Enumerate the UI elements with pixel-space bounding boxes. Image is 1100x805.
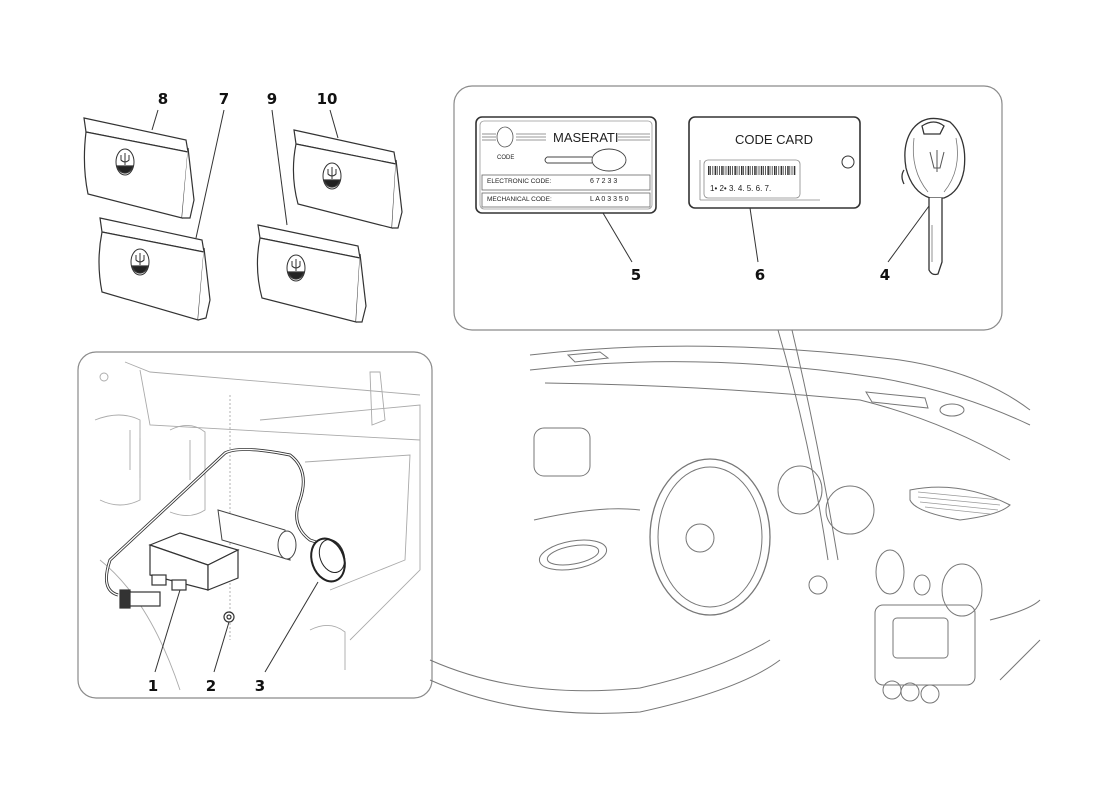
- barcode-bar: [714, 166, 717, 175]
- barcode-bar: [723, 166, 725, 175]
- barcode-bar: [738, 166, 740, 175]
- callout-4: 4: [879, 266, 891, 284]
- location-leader: [777, 329, 839, 561]
- barcode-bar: [771, 166, 773, 175]
- code-card-sequence: 1• 2• 3. 4. 5. 6. 7.: [710, 184, 772, 193]
- callout-9: 9: [266, 90, 278, 108]
- barcode-bar: [716, 166, 718, 175]
- manual-pouch-8: [83, 117, 195, 219]
- barcode-bar: [719, 166, 720, 175]
- mechanical-code-label: MECHANICAL CODE:: [487, 196, 552, 203]
- barcode-bar: [756, 166, 758, 175]
- barcode-bar: [745, 166, 747, 175]
- barcode: [708, 166, 796, 175]
- barcode-bar: [727, 166, 730, 175]
- barcode-bar: [760, 166, 763, 175]
- barcode-bar: [710, 166, 711, 175]
- barcode-bar: [774, 166, 776, 175]
- barcode-bar: [747, 166, 750, 175]
- immobilizer-panel: [77, 351, 433, 699]
- immobilizer-background: [94, 361, 421, 691]
- leader-lines-keys: [602, 205, 930, 263]
- barcode-bar: [789, 166, 791, 175]
- code-label-brand: MASERATI: [553, 130, 619, 145]
- keys-cards-panel: [453, 85, 1003, 331]
- ignition-lock-cylinder: [217, 509, 297, 561]
- callout-2: 2: [205, 677, 217, 695]
- barcode-bar: [765, 166, 766, 175]
- barcode-bar: [708, 166, 710, 175]
- barcode-bar: [754, 166, 756, 175]
- dashboard-view: [429, 345, 1041, 714]
- antenna-ring: [310, 537, 346, 583]
- electronic-code-label: ELECTRONIC CODE:: [487, 178, 552, 185]
- barcode-bar: [749, 166, 751, 175]
- nut: [223, 611, 235, 623]
- barcode-bar: [732, 166, 733, 175]
- leader-lines-pouches: [151, 109, 339, 239]
- mechanical-code-value: L A 0 3 3 5 0: [590, 196, 629, 203]
- barcode-bar: [763, 166, 764, 175]
- barcode-bar: [778, 166, 780, 175]
- barcode-bar: [712, 166, 714, 175]
- barcode-bar: [776, 166, 777, 175]
- manual-pouch-7: [98, 217, 211, 321]
- barcode-bar: [743, 166, 744, 175]
- callout-1: 1: [147, 677, 159, 695]
- barcode-bar: [752, 166, 753, 175]
- barcode-bar: [741, 166, 743, 175]
- callout-6: 6: [754, 266, 766, 284]
- barcode-bar: [736, 166, 738, 175]
- barcode-bar: [791, 166, 793, 175]
- connector-plug: [119, 589, 161, 609]
- barcode-bar: [721, 166, 723, 175]
- barcode-bar: [769, 166, 771, 175]
- code-label-code: CODE: [497, 155, 515, 161]
- key: [901, 117, 966, 276]
- barcode-bar: [734, 166, 736, 175]
- manual-pouch-10: [292, 129, 403, 229]
- barcode-bar: [782, 166, 784, 175]
- callout-10: 10: [316, 90, 338, 108]
- callout-8: 8: [157, 90, 169, 108]
- callout-3: 3: [254, 677, 266, 695]
- barcode-bar: [767, 166, 769, 175]
- barcode-bar: [758, 166, 760, 175]
- barcode-bar: [725, 166, 727, 175]
- immobilizer-control-unit: [148, 532, 240, 591]
- barcode-bar: [780, 166, 783, 175]
- electronic-code-value: 6 7 2 3 3: [590, 178, 618, 185]
- code-card: [688, 116, 861, 209]
- callout-7: 7: [218, 90, 230, 108]
- code-label: [475, 116, 657, 214]
- callout-5: 5: [630, 266, 642, 284]
- barcode-bar: [785, 166, 786, 175]
- immobilizer-cable-inner: [105, 448, 326, 596]
- manual-pouch-9: [256, 224, 367, 323]
- code-card-title: CODE CARD: [735, 132, 814, 147]
- barcode-bar: [787, 166, 789, 175]
- barcode-bar: [793, 166, 796, 175]
- barcode-bar: [730, 166, 731, 175]
- leader-lines-immobilizer: [154, 581, 319, 673]
